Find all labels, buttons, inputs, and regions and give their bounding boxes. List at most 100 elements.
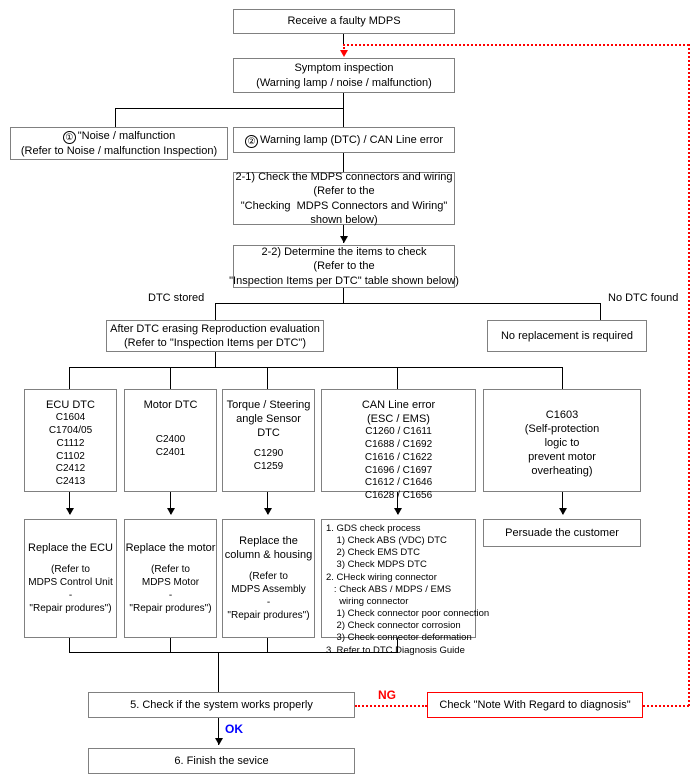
node-step22-line2: (Refer to the (313, 260, 375, 273)
connector-to-no-dtc (600, 303, 601, 320)
node-c1603-line3: logic to (544, 437, 580, 450)
connector-motor-to-replace (170, 492, 171, 514)
node-replace-ecu-line1: Replace the ECU (28, 542, 113, 555)
arrow-c1603-down-icon (559, 508, 567, 515)
node-torque-dtc-title-l3: DTC (257, 427, 280, 440)
node-note-label: Check "Note With Regard to diagnosis" (439, 698, 631, 711)
node-step5-label: 5. Check if the system works properly (130, 698, 313, 711)
node-can-line-error-dtc[interactable]: CAN Line error (ESC / EMS) C1260 / C1611… (321, 389, 476, 501)
node-gds-line-10: 3) Check connector deformation (326, 632, 472, 644)
node-step21-line1: 2-1) Check the MDPS connectors and wirin… (235, 171, 453, 184)
node-ecu-dtc[interactable]: ECU DTC C1604 C1704/05 C1112 C1102 C2412… (24, 389, 117, 492)
node-after-erase-line2: (Refer to "Inspection Items per DTC") (123, 337, 307, 349)
arrow-ecu-down-icon (66, 508, 74, 515)
feedback-arrow-icon (340, 50, 348, 57)
node-replace-ecu[interactable]: Replace the ECU (Refer to MDPS Control U… (24, 519, 117, 638)
node-motor-dtc-code: C2401 (155, 446, 186, 458)
node-torque-dtc-title-l1: Torque / Steering (226, 399, 311, 411)
node-no-replacement-label: No replacement is required (500, 329, 634, 342)
node-step-2-2-determine-items[interactable]: 2-2) Determine the items to check (Refer… (229, 245, 459, 288)
node-replace-motor[interactable]: Replace the motor (Refer to MDPS Motor -… (124, 519, 217, 638)
feedback-line-top (343, 44, 689, 46)
connector-bar-to-ecu (69, 367, 70, 389)
node-receive-faulty-mdps[interactable]: Receive a faulty MDPS (233, 9, 455, 34)
feedback-line-bottom (643, 705, 689, 707)
connector-can-to-gds (397, 492, 398, 514)
node-can-dtc-code: C1628 / C1656 (364, 490, 433, 502)
connector-dtc-split (215, 303, 600, 304)
node-ecu-dtc-code: C2413 (55, 476, 86, 488)
label-ng: NG (378, 688, 396, 702)
connector-symptom-down (343, 93, 344, 108)
node-c1603-self-protection[interactable]: C1603 (Self-protection logic to prevent … (483, 389, 641, 492)
ng-link-line (355, 705, 427, 707)
label-no-dtc-found: No DTC found (608, 292, 679, 304)
node-step21-line3: "Checking MDPS Connectors and Wiring" (240, 199, 448, 212)
node-persuade-label: Persuade the customer (505, 526, 619, 539)
node-step-2-1-check-connectors[interactable]: 2-1) Check the MDPS connectors and wirin… (233, 171, 455, 226)
connector-bar-to-torque (267, 367, 268, 389)
node-replace-motor-line5: "Repair produres") (129, 602, 212, 614)
node-ecu-dtc-code: C1704/05 (48, 425, 93, 437)
connector-receive-to-symptom (343, 34, 344, 44)
node-motor-dtc[interactable]: Motor DTC C2400 C2401 (124, 389, 217, 492)
node-replace-column-line5: - (266, 597, 271, 609)
node-replace-motor-line1: Replace the motor (125, 542, 216, 555)
node-replace-ecu-line4: - (68, 590, 73, 602)
node-branch2-text: Warning lamp (DTC) / CAN Line error (260, 133, 443, 146)
arrow-step21-to-step22-icon (340, 236, 348, 243)
node-ecu-dtc-code: C1112 (56, 437, 85, 449)
node-no-replacement-required[interactable]: No replacement is required (487, 320, 647, 352)
node-step22-line3: "Inspection Items per DTC" table shown b… (229, 274, 459, 287)
node-check-note-with-regard[interactable]: Check "Note With Regard to diagnosis" (427, 692, 643, 718)
circled-number-1-icon: ① (62, 130, 76, 144)
node-can-dtc-code: C1616 / C1622 (364, 451, 433, 463)
circled-number-2-icon: ② (245, 134, 259, 148)
node-replace-column-housing[interactable]: Replace the column & housing (Refer to M… (222, 519, 315, 638)
node-ecu-dtc-title: ECU DTC (46, 399, 95, 411)
connector-step22-down (343, 288, 344, 303)
node-step-5-check-system[interactable]: 5. Check if the system works properly (88, 692, 355, 718)
connector-replace-column-down (267, 638, 268, 652)
node-after-erase-line1: After DTC erasing Reproduction evaluatio… (110, 322, 320, 335)
node-can-dtc-code: C1688 / C1692 (364, 438, 433, 450)
feedback-line-right (688, 44, 690, 706)
node-branch1-line2: (Refer to Noise / malfunction Inspection… (20, 144, 218, 157)
node-after-dtc-erasing[interactable]: After DTC erasing Reproduction evaluatio… (106, 320, 324, 352)
node-ecu-dtc-code: C1604 (55, 412, 86, 424)
node-branch1-text: "Noise / malfunction (77, 129, 176, 142)
connector-dtc-category-bar (69, 367, 562, 368)
node-persuade-customer[interactable]: Persuade the customer (483, 519, 641, 547)
node-replace-column-line2: column & housing (224, 549, 313, 562)
label-dtc-stored: DTC stored (148, 292, 205, 304)
node-torque-dtc-code: C1259 (253, 461, 284, 473)
node-branch-noise-malfunction[interactable]: ①"Noise / malfunction (Refer to Noise / … (10, 127, 228, 160)
label-ok: OK (225, 722, 243, 736)
node-gds-line-1: 1. GDS check process (326, 523, 421, 534)
node-can-dtc-title-l2: (ESC / EMS) (367, 413, 430, 426)
node-gds-check-process[interactable]: 1. GDS check process 1) Check ABS (VDC) … (321, 519, 489, 656)
connector-ecu-to-replace (69, 492, 70, 514)
connector-to-dtc-stored (215, 303, 216, 320)
node-step6-label: 6. Finish the sevice (174, 754, 269, 767)
connector-torque-to-replace (267, 492, 268, 514)
node-motor-dtc-title: Motor DTC (143, 399, 198, 411)
arrow-ok-icon (215, 738, 223, 745)
connector-merge-bar (69, 652, 398, 653)
node-step-6-finish-service[interactable]: 6. Finish the sevice (88, 748, 355, 774)
connector-symptom-split (115, 108, 343, 109)
connector-branch2-to-step21 (343, 153, 344, 172)
node-gds-line-5: 2. CHeck wiring connector (326, 571, 437, 583)
node-gds-line-7: wiring connector (326, 595, 409, 607)
node-gds-line-6: : Check ABS / MDPS / EMS (326, 583, 452, 595)
node-symptom-inspection[interactable]: Symptom inspection (Warning lamp / noise… (233, 58, 455, 93)
node-torque-steering-sensor-dtc[interactable]: Torque / Steering angle Sensor DTC C1290… (222, 389, 315, 492)
connector-replace-ecu-down (69, 638, 70, 652)
connector-gds-down (397, 638, 398, 652)
node-receive-label: Receive a faulty MDPS (287, 15, 401, 28)
node-c1603-line1: C1603 (545, 409, 579, 421)
node-gds-line-8: 1) Check connector poor connection (326, 608, 490, 620)
